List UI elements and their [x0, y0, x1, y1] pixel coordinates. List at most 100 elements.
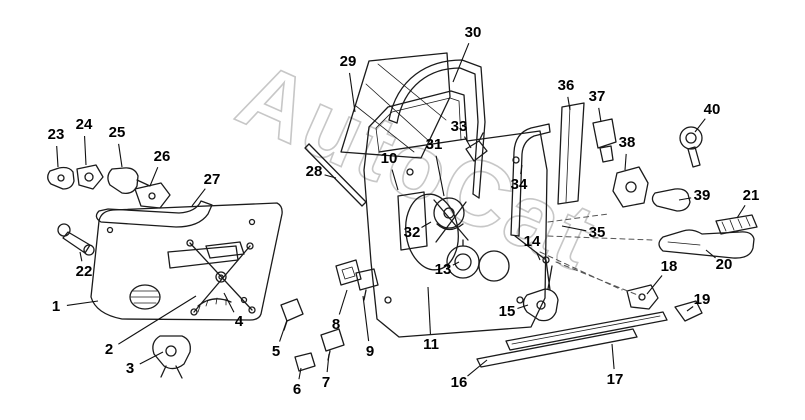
callout-leader-1 — [66, 300, 99, 306]
callout-number-6: 6 — [293, 381, 301, 398]
callout-number-5: 5 — [272, 343, 280, 360]
callout-leader-16 — [467, 359, 488, 377]
callout-leader-33 — [463, 136, 472, 149]
callout-number-31: 31 — [426, 136, 443, 153]
callout-number-27: 27 — [204, 171, 221, 188]
part-strikers — [626, 284, 703, 322]
callout-number-33: 33 — [451, 118, 468, 135]
callout-leader-17 — [611, 343, 615, 370]
callout-leader-14 — [535, 251, 541, 261]
callout-number-22: 22 — [76, 263, 93, 280]
part-lock-cylinder — [679, 126, 703, 168]
part-gasket — [715, 214, 758, 235]
callout-leader-38 — [624, 153, 627, 171]
callout-leader-5 — [279, 319, 288, 342]
callout-number-21: 21 — [743, 187, 760, 204]
callout-number-1: 1 — [52, 298, 60, 315]
part-sill-strips — [476, 311, 668, 368]
callout-leader-2 — [118, 295, 197, 345]
callout-leader-11 — [427, 286, 431, 335]
callout-leader-13 — [452, 261, 460, 266]
callout-leader-15 — [517, 304, 529, 310]
callout-leader-21 — [736, 204, 746, 219]
callout-leader-39 — [678, 197, 692, 201]
callout-leader-7 — [326, 353, 330, 373]
part-ring — [446, 239, 480, 279]
callout-number-19: 19 — [694, 291, 711, 308]
callout-number-28: 28 — [306, 163, 323, 180]
callout-number-11: 11 — [423, 336, 439, 353]
callout-leader-30 — [452, 42, 470, 83]
callout-number-29: 29 — [340, 53, 357, 70]
callout-number-38: 38 — [619, 134, 636, 151]
part-rear-channel — [557, 102, 585, 205]
callout-leader-20 — [705, 249, 716, 259]
part-trim-panel — [90, 202, 283, 321]
part-window-regulator — [186, 239, 256, 316]
callout-leader-6 — [298, 367, 302, 380]
callout-number-32: 32 — [404, 224, 421, 241]
callout-number-3: 3 — [126, 360, 134, 377]
part-regulator-motor — [152, 335, 191, 379]
callout-number-35: 35 — [589, 224, 606, 241]
callout-leader-36 — [567, 96, 571, 111]
part-inside-handles — [47, 164, 213, 256]
watermark-text: AutoCat — [224, 43, 611, 290]
part-latch-rods — [514, 235, 559, 322]
callout-number-40: 40 — [704, 101, 721, 118]
callout-leader-31 — [435, 155, 445, 197]
part-regulator-gear — [433, 132, 488, 243]
callout-leader-29 — [348, 72, 356, 113]
callout-leader-23 — [56, 145, 59, 168]
callout-leader-35 — [561, 225, 587, 232]
part-bezel — [651, 188, 691, 212]
callout-leader-27 — [191, 188, 206, 207]
callout-leader-24 — [84, 135, 87, 166]
callout-number-39: 39 — [694, 187, 711, 204]
callout-leader-22 — [79, 251, 83, 262]
callout-number-20: 20 — [716, 256, 733, 273]
callout-number-36: 36 — [558, 77, 575, 94]
callout-number-24: 24 — [76, 116, 93, 133]
callout-leader-8 — [338, 289, 348, 315]
callout-leader-3 — [139, 351, 164, 365]
callout-leader-10 — [391, 169, 399, 191]
callout-leader-9 — [362, 295, 370, 342]
callout-number-17: 17 — [607, 371, 624, 388]
callout-number-25: 25 — [109, 124, 126, 141]
callout-number-23: 23 — [48, 126, 65, 143]
part-outside-handle — [658, 229, 755, 259]
callout-number-37: 37 — [589, 88, 606, 105]
callout-number-18: 18 — [661, 258, 678, 275]
callout-leader-32 — [421, 221, 432, 228]
callout-leader-40 — [694, 118, 706, 133]
callout-leader-28 — [324, 174, 337, 179]
callout-leader-4 — [223, 292, 235, 313]
callout-number-26: 26 — [154, 148, 171, 165]
callout-number-16: 16 — [451, 374, 468, 391]
part-glass-run — [510, 123, 551, 237]
callout-number-15: 15 — [499, 303, 516, 320]
callout-number-30: 30 — [465, 24, 482, 41]
callout-leader-25 — [118, 143, 123, 168]
callout-leader-19 — [686, 306, 694, 312]
parts-artwork — [47, 52, 758, 379]
callout-number-8: 8 — [332, 316, 340, 333]
callout-number-10: 10 — [381, 150, 398, 167]
callout-number-7: 7 — [322, 374, 330, 391]
callout-leader-18 — [646, 275, 663, 295]
callout-number-9: 9 — [366, 343, 374, 360]
callout-number-34: 34 — [511, 176, 528, 193]
callout-number-4: 4 — [235, 313, 244, 330]
callout-leader-37 — [598, 107, 602, 123]
part-window-frame — [388, 59, 486, 199]
callout-number-14: 14 — [524, 233, 541, 250]
callout-number-2: 2 — [105, 341, 113, 358]
part-door-glass — [340, 52, 451, 159]
part-door-shell — [363, 90, 548, 338]
part-lock-bracket — [592, 118, 649, 208]
assembly-guide-lines — [539, 213, 653, 297]
